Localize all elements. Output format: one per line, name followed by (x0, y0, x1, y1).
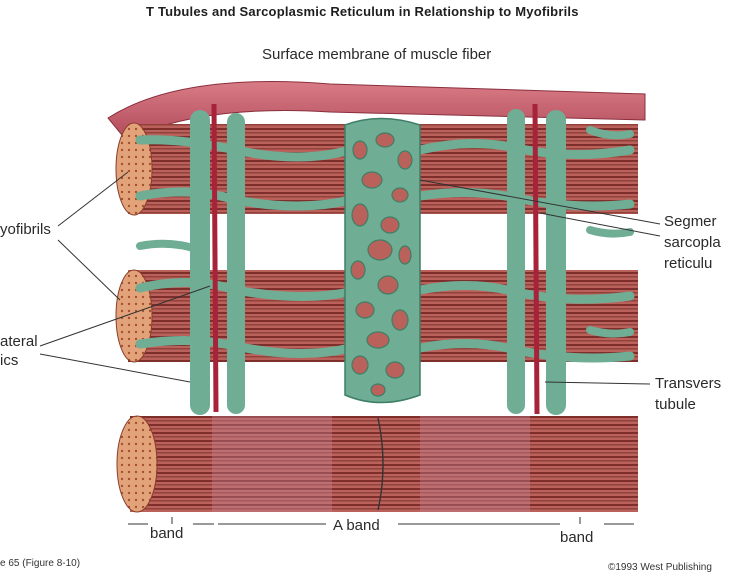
label-lateral-sacs-2: ics (0, 351, 18, 370)
label-a-band: A band (333, 516, 380, 535)
myofibril-lower (117, 416, 638, 512)
label-segmented-sr-2: sarcopla (664, 233, 721, 252)
label-i-band-left: band (150, 524, 183, 543)
figure-reference: e 65 (Figure 8-10) (0, 554, 80, 573)
band-markers (128, 517, 634, 524)
label-lateral-sacs-1: ateral (0, 332, 38, 351)
t-tubule-right (535, 104, 537, 414)
label-segmented-sr-1: Segmer (664, 212, 717, 231)
label-surface-membrane: Surface membrane of muscle fiber (262, 45, 491, 64)
copyright-notice: ©1993 West Publishing (608, 558, 712, 577)
label-myofibrils: yofibrils (0, 220, 51, 239)
label-transverse-tubule-2: tubule (655, 395, 696, 414)
label-i-band-right: band (560, 528, 593, 547)
label-segmented-sr-3: reticulu (664, 254, 712, 273)
label-transverse-tubule-1: Transvers (655, 374, 721, 393)
t-tubule-left (214, 104, 216, 412)
